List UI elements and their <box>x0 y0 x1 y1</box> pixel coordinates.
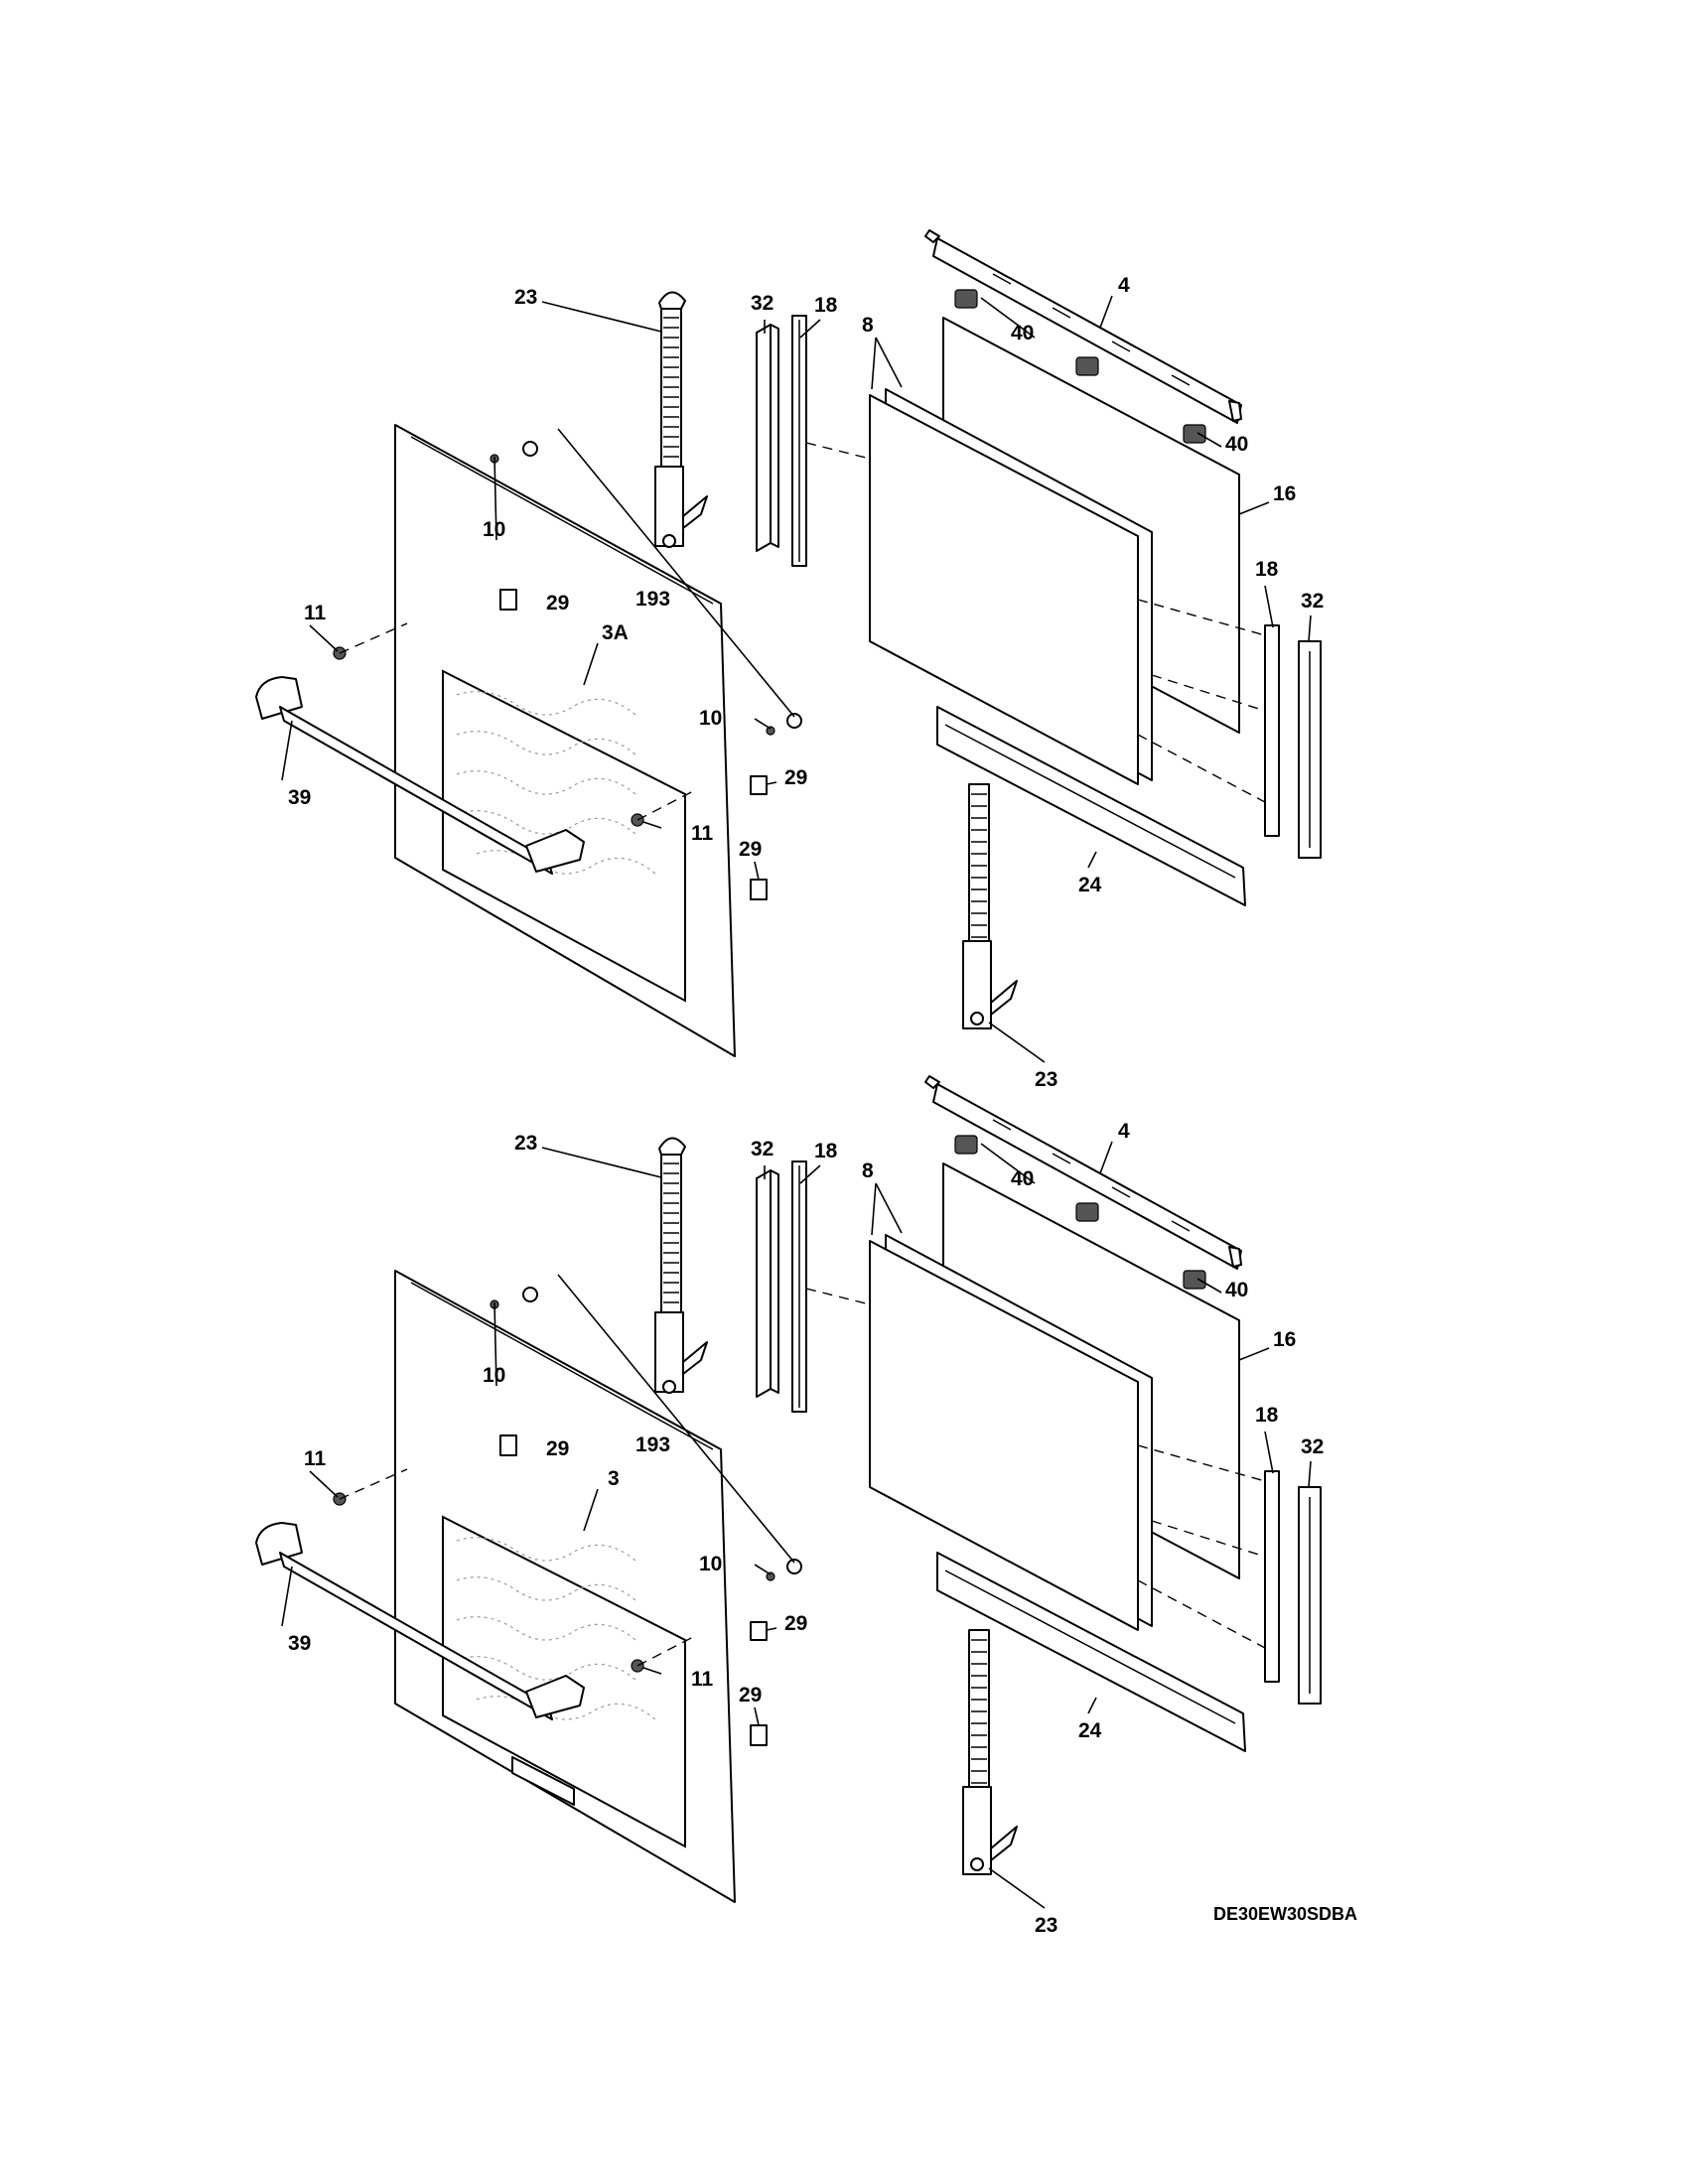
upper-nut-193-a <box>522 441 538 457</box>
lower-label-24: 24 <box>1078 1719 1102 1742</box>
lower-seal-18-left <box>791 1160 807 1413</box>
lower-label-8: 8 <box>862 1160 874 1182</box>
upper-bracket-4 <box>924 229 1242 424</box>
upper-label-29-b: 29 <box>784 766 807 789</box>
upper-label-4: 4 <box>1118 274 1130 297</box>
upper-pad-29-b <box>750 775 768 795</box>
upper-label-193: 193 <box>635 588 670 611</box>
upper-label-23-top: 23 <box>514 286 537 309</box>
lower-glass-8 <box>869 1240 1139 1631</box>
lower-label-18-right: 18 <box>1255 1404 1279 1427</box>
lower-label-193: 193 <box>635 1433 670 1456</box>
lower-label-3: 3 <box>608 1467 620 1490</box>
lower-label-29-a: 29 <box>546 1437 569 1460</box>
upper-label-40-b: 40 <box>1225 433 1248 456</box>
upper-strip-32-left <box>756 324 779 552</box>
lower-label-40-a: 40 <box>1011 1167 1034 1190</box>
upper-door-assembly: 23 32 18 8 4 40 40 16 18 32 10 193 29 11… <box>255 229 1324 1091</box>
upper-screw-10-b <box>766 726 775 736</box>
lower-label-23-top: 23 <box>514 1132 537 1155</box>
lower-nut-193-b <box>786 1559 802 1574</box>
upper-hinge-bottom <box>962 783 1018 1029</box>
lower-trim-24 <box>936 1552 1246 1752</box>
upper-label-8: 8 <box>862 314 874 337</box>
upper-seal-18-left <box>791 315 807 567</box>
upper-label-18-right: 18 <box>1255 558 1279 581</box>
upper-label-29-a: 29 <box>546 592 569 614</box>
upper-label-29-c: 29 <box>739 838 762 861</box>
lower-handle-39 <box>255 1522 585 1720</box>
lower-label-23-bottom: 23 <box>1035 1914 1057 1937</box>
lower-label-29-b: 29 <box>784 1612 807 1635</box>
upper-handle-39 <box>255 676 585 875</box>
lower-seal-18-right <box>1264 1470 1280 1683</box>
lower-pad-29-b <box>750 1621 768 1641</box>
upper-clip-40-c <box>1183 424 1206 444</box>
upper-hinge-top <box>654 291 708 548</box>
lower-label-18-left: 18 <box>814 1140 838 1162</box>
lower-label-11-a: 11 <box>304 1447 327 1470</box>
lower-label-10-a: 10 <box>483 1364 505 1387</box>
upper-clip-40-b <box>1075 356 1099 376</box>
lower-strip-32-left <box>756 1169 779 1398</box>
lower-screw-10-b <box>766 1571 775 1581</box>
lower-nut-193-a <box>522 1287 538 1302</box>
upper-label-39: 39 <box>288 786 311 809</box>
lower-label-11-b: 11 <box>691 1668 714 1691</box>
lower-label-29-c: 29 <box>739 1684 762 1706</box>
upper-seal-18-right <box>1264 624 1280 837</box>
lower-pad-29-a <box>499 1434 517 1456</box>
upper-label-32-left: 32 <box>751 292 774 315</box>
lower-label-4: 4 <box>1118 1120 1130 1143</box>
upper-clip-40-a <box>954 289 978 309</box>
upper-pad-29-a <box>499 589 517 611</box>
lower-clip-40-a <box>954 1135 978 1155</box>
lower-label-10-b: 10 <box>699 1553 722 1575</box>
lower-hinge-bottom <box>962 1629 1018 1875</box>
upper-nut-193-b <box>786 713 802 729</box>
lower-label-40-b: 40 <box>1225 1279 1248 1301</box>
upper-trim-24 <box>936 706 1246 906</box>
lower-label-32-right: 32 <box>1301 1435 1324 1458</box>
upper-label-10-a: 10 <box>483 518 505 541</box>
lower-hinge-top <box>654 1137 708 1394</box>
upper-glass-8 <box>869 394 1139 785</box>
upper-pad-29-c <box>750 879 768 900</box>
upper-label-23-bottom: 23 <box>1035 1068 1057 1091</box>
upper-label-16: 16 <box>1273 482 1296 505</box>
lower-bracket-4 <box>924 1075 1242 1270</box>
upper-label-32-right: 32 <box>1301 590 1324 613</box>
upper-label-3A: 3A <box>602 621 629 644</box>
upper-label-24: 24 <box>1078 874 1102 896</box>
upper-label-11-b: 11 <box>691 822 714 845</box>
lower-label-32-left: 32 <box>751 1138 774 1160</box>
lower-door-assembly: 23 32 18 8 4 40 40 16 18 32 10 193 29 11… <box>255 1075 1324 1937</box>
upper-label-18-left: 18 <box>814 294 838 317</box>
lower-clip-40-c <box>1183 1270 1206 1290</box>
upper-label-40-a: 40 <box>1011 322 1034 344</box>
lower-door-badge <box>511 1756 575 1806</box>
lower-pad-29-c <box>750 1724 768 1746</box>
upper-label-11-a: 11 <box>304 602 327 624</box>
lower-label-39: 39 <box>288 1632 311 1655</box>
lower-label-16: 16 <box>1273 1328 1296 1351</box>
upper-label-10-b: 10 <box>699 707 722 730</box>
lower-clip-40-b <box>1075 1202 1099 1222</box>
drawing-code: DE30EW30SDBA <box>1213 1904 1357 1924</box>
